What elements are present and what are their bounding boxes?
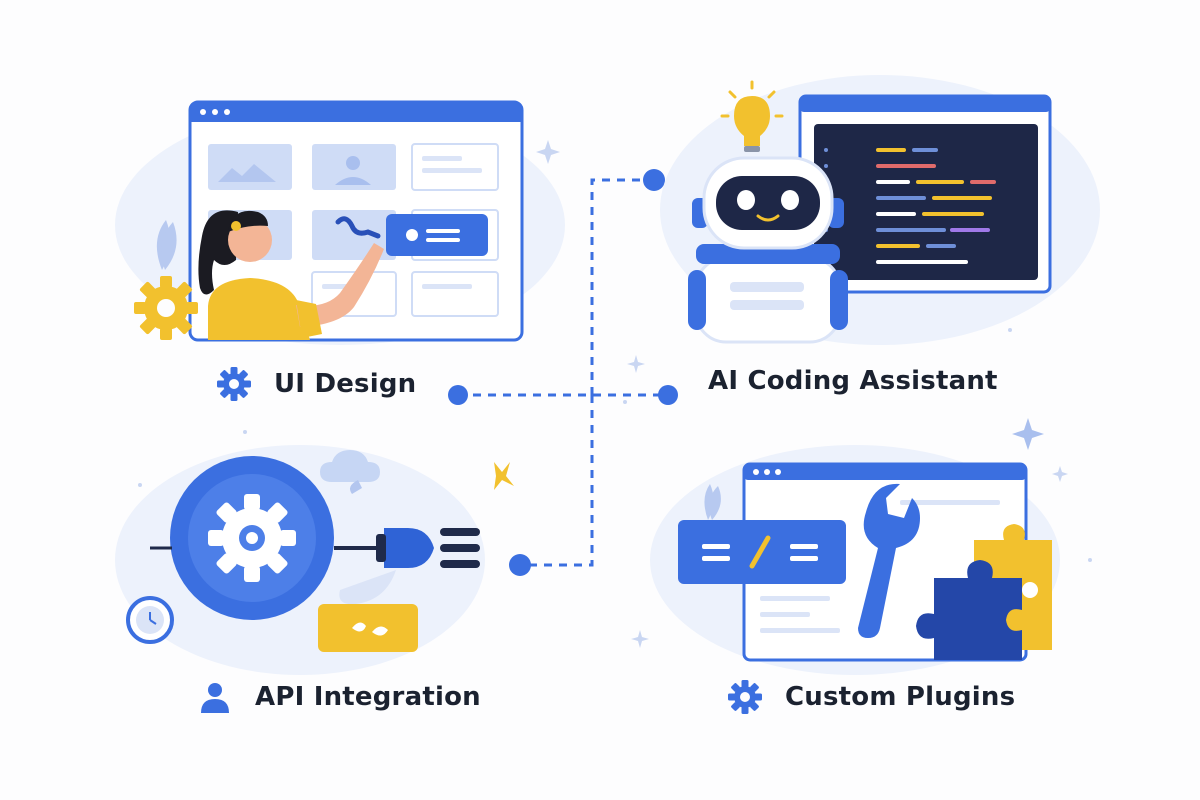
ai-coding-illustration bbox=[660, 75, 1100, 345]
feature-title: AI Coding Assistant bbox=[708, 366, 998, 396]
custom-plugins-illustration bbox=[650, 445, 1060, 675]
ui-design-illustration bbox=[115, 100, 565, 345]
connector-to-ai bbox=[590, 178, 652, 395]
user-icon bbox=[197, 679, 233, 715]
pen-stroke bbox=[335, 216, 381, 239]
feature-label-api-integration: API Integration bbox=[197, 679, 481, 715]
connector-to-api bbox=[520, 395, 594, 567]
connector-dots bbox=[448, 169, 678, 576]
robot-assistant bbox=[688, 156, 848, 344]
code-editor-window bbox=[798, 94, 1052, 294]
clock-icon bbox=[126, 596, 174, 644]
sparkle-icon bbox=[1052, 466, 1068, 482]
feature-title: Custom Plugins bbox=[785, 682, 1016, 712]
feature-label-custom-plugins: Custom Plugins bbox=[727, 679, 1015, 715]
design-window bbox=[188, 100, 524, 342]
feature-title: UI Design bbox=[274, 369, 417, 399]
connector-dot-ai-label bbox=[658, 385, 678, 405]
lightbulb-icon bbox=[720, 80, 784, 152]
hand-shape bbox=[339, 570, 396, 605]
yellow-card bbox=[318, 604, 418, 652]
floating-ui-component bbox=[386, 214, 488, 256]
person-arm bbox=[296, 243, 384, 327]
connector-lines bbox=[458, 178, 668, 567]
sparkle-icon bbox=[627, 355, 645, 373]
sparkle-icon bbox=[536, 140, 560, 164]
connector-dot-ui bbox=[448, 385, 468, 405]
plant-icon bbox=[704, 484, 721, 520]
cloud-icon bbox=[320, 450, 380, 494]
feature-label-ai-coding: AI Coding Assistant bbox=[708, 366, 998, 396]
gear-icon bbox=[727, 679, 763, 715]
connector-dot-api bbox=[509, 554, 531, 576]
code-chip bbox=[678, 520, 846, 584]
person-shirt bbox=[208, 278, 310, 340]
feature-label-ui-design: UI Design bbox=[216, 366, 416, 402]
gear-icon bbox=[208, 494, 296, 582]
plug-icon bbox=[376, 528, 480, 568]
connector-dot-ai-top bbox=[643, 169, 665, 191]
wrench-icon bbox=[858, 483, 920, 638]
sparkle-icon bbox=[631, 630, 649, 648]
plant-icon bbox=[156, 220, 177, 270]
gear-icon bbox=[134, 276, 198, 340]
sparkle-icon bbox=[1012, 418, 1044, 450]
feature-title: API Integration bbox=[255, 682, 481, 712]
gear-icon bbox=[216, 366, 252, 402]
designer-person bbox=[198, 210, 384, 340]
api-integration-illustration bbox=[115, 445, 514, 675]
sparkle-icon bbox=[494, 462, 514, 490]
puzzle-icon-blue bbox=[916, 560, 1022, 660]
